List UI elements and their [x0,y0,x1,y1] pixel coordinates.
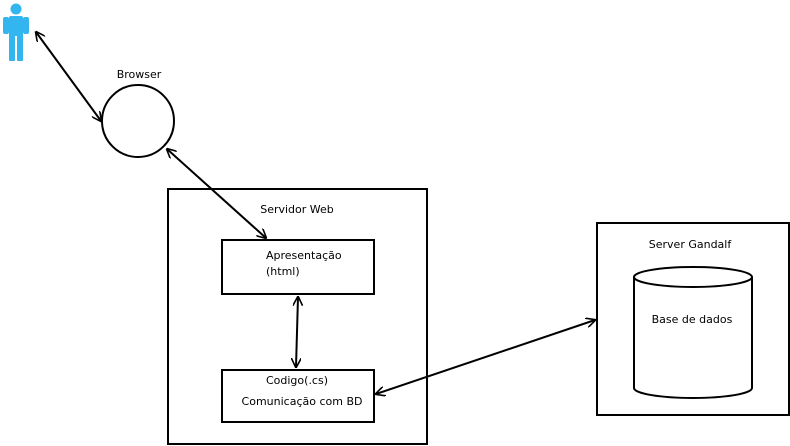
browser-label: Browser [117,68,162,81]
db-server-label: Server Gandalf [649,238,733,251]
code-label-line1: Codigo(.cs) [266,374,328,387]
presentation-label-line2: (html) [266,265,300,278]
person-icon [3,3,29,61]
browser-node [101,84,175,158]
web-server-label: Servidor Web [260,203,334,216]
database-label: Base de dados [652,313,733,326]
database-cylinder [633,266,753,399]
code-label-line2: Comunicação com BD [242,395,363,408]
code-box [221,369,375,423]
presentation-code-arrow [296,297,298,367]
presentation-label-line1: Apresentação [266,249,342,262]
user-browser-arrow [36,32,101,121]
browser-presentation-arrow [167,149,266,238]
code-database-arrow [376,320,595,394]
presentation-box [221,239,375,295]
